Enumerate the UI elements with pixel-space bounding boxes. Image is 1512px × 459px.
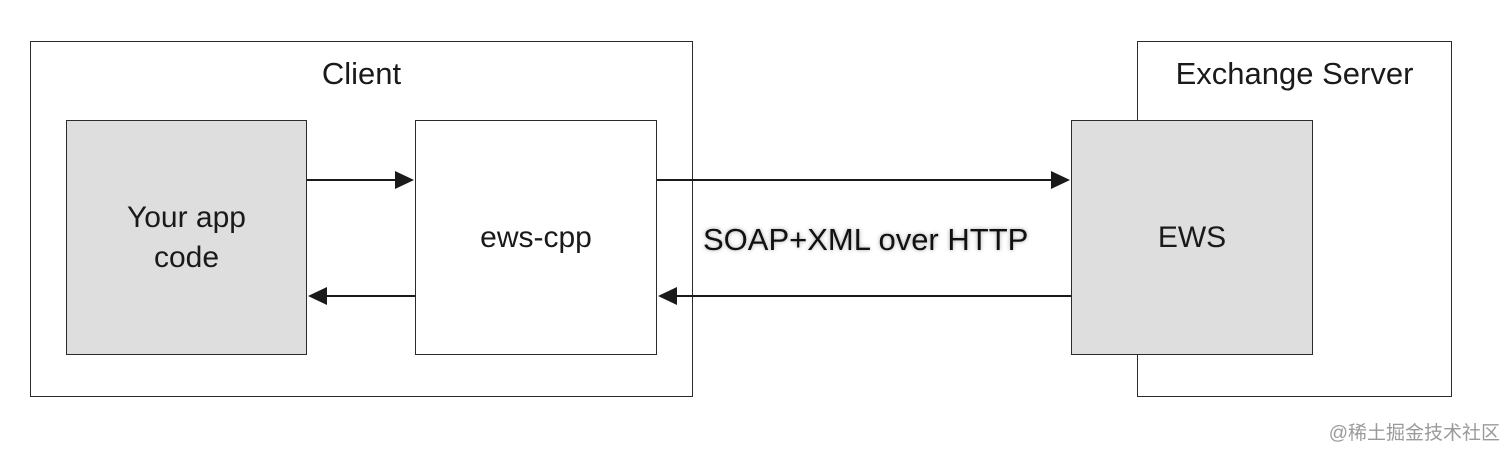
ews-label: EWS	[1157, 220, 1227, 254]
ews-box: EWS	[1071, 120, 1313, 355]
exchange-server-title: Exchange Server	[1175, 56, 1414, 91]
arrowhead-ews-to-lib	[658, 287, 677, 305]
arrowhead-lib-to-ews	[1051, 171, 1070, 189]
protocol-label: SOAP+XML over HTTP	[703, 222, 1029, 257]
arrowhead-app-to-lib	[395, 171, 414, 189]
arrowhead-lib-to-app	[308, 287, 327, 305]
client-title: Client	[321, 56, 402, 91]
watermark: @稀土掘金技术社区	[1328, 423, 1500, 444]
ews-cpp-label: ews-cpp	[480, 220, 592, 254]
your-app-code-box: Your app code	[66, 120, 307, 355]
ews-cpp-box: ews-cpp	[415, 120, 657, 355]
your-app-code-label: Your app code	[126, 200, 246, 274]
